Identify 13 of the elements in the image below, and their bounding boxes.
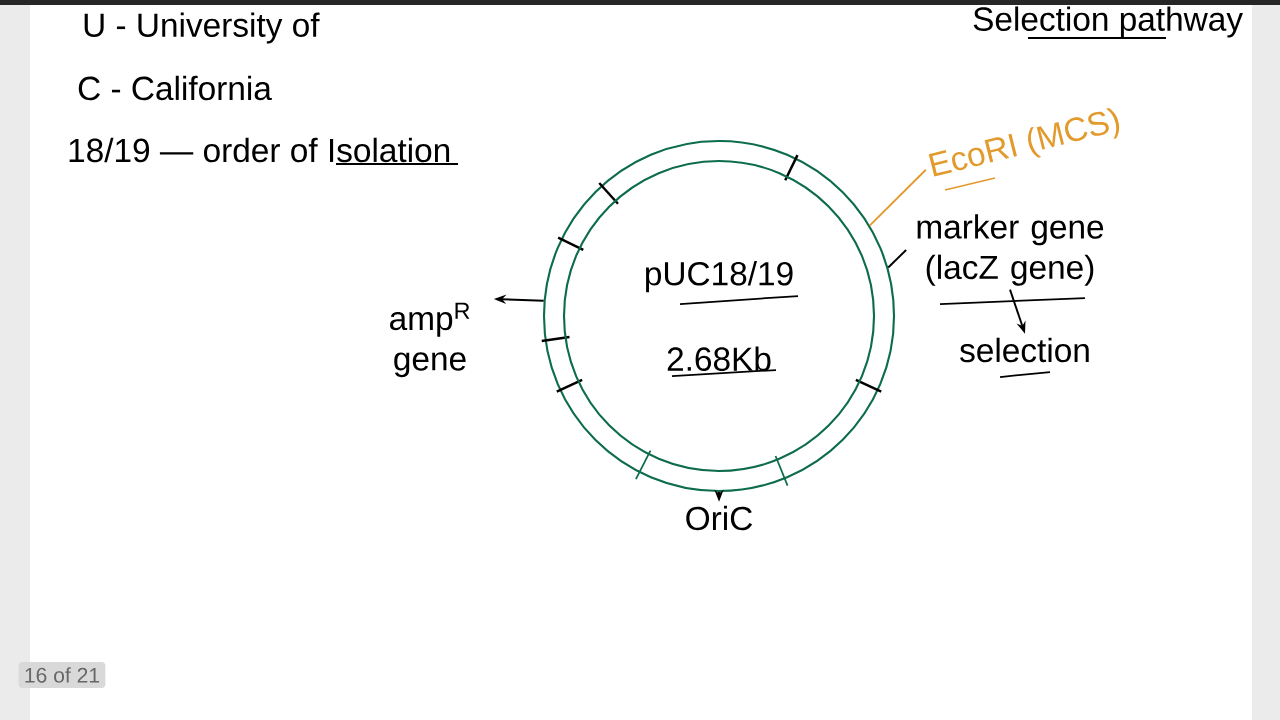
- note-text: C - California: [78, 75, 272, 101]
- note-text: 18/19 — order of Isolation: [69, 137, 450, 163]
- leader-line: [868, 168, 927, 227]
- process-label: selection: [960, 337, 1089, 363]
- site-label: EcoRI (MCS): [928, 108, 1120, 177]
- origin-label: OriC: [686, 505, 753, 531]
- page-counter: 16 of 21: [18, 662, 106, 688]
- gene-label: amp$^{R}$ gene: [390, 302, 470, 378]
- plasmid-ring: pUC18/19 2.68Kb: [541, 139, 896, 493]
- note-text: U - University of: [84, 12, 320, 44]
- heading-text: Selection pathway: [973, 6, 1243, 38]
- gene-label: marker gene (lacZ gene): [917, 214, 1104, 286]
- leader-line: [887, 249, 908, 269]
